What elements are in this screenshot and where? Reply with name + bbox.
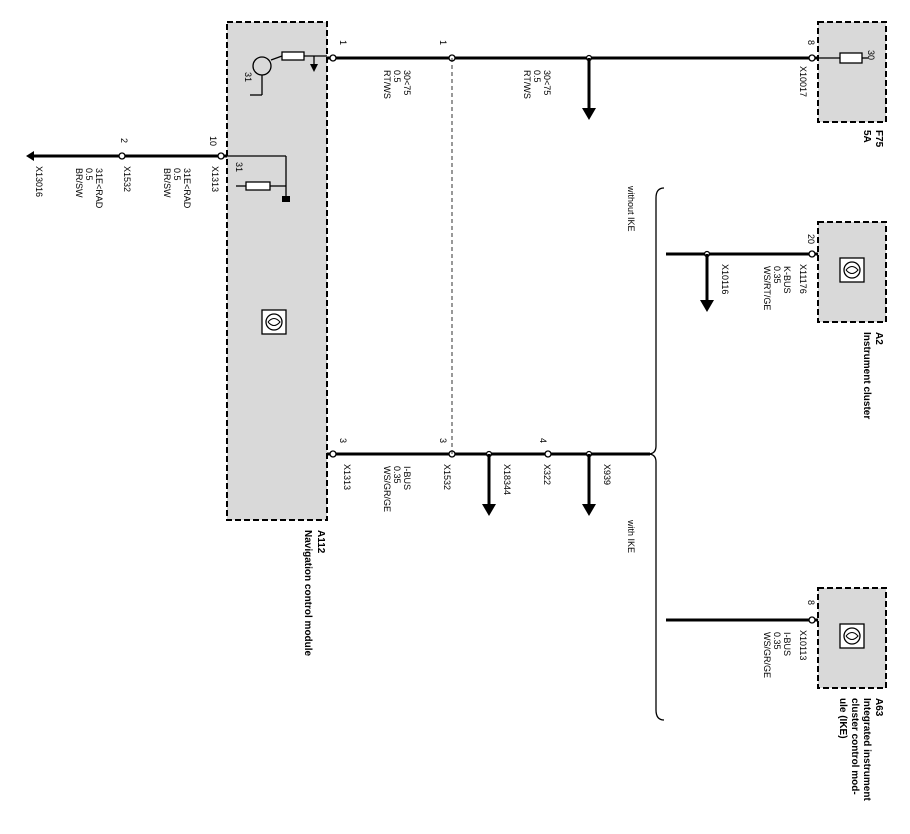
wire-spec-line: RT/WS — [382, 70, 392, 99]
pin-label: 8 — [806, 40, 816, 45]
pin-label: 2 — [119, 138, 129, 143]
pin-a2-20 — [808, 250, 816, 258]
ground-label: 31 — [243, 72, 253, 82]
wire-spec-line: 30<75 — [402, 70, 412, 95]
pin-label: 8 — [806, 600, 816, 605]
wire-spec-line: 0.35 — [772, 266, 782, 284]
pin-a112-3 — [329, 450, 337, 458]
variant-brace — [647, 187, 665, 721]
branch-x939-arrow — [582, 504, 596, 516]
component-name-line: Integrated instrument — [861, 698, 872, 801]
connector-label: X1532 — [122, 166, 132, 192]
connector-label: X13016 — [34, 166, 44, 197]
component-id: A112 — [315, 530, 326, 554]
fuse-rating: 5A — [861, 130, 872, 143]
pin-label: 30 — [866, 50, 876, 60]
connector-label: X10017 — [798, 66, 808, 97]
wire-spec-line: BR/SW — [162, 168, 172, 198]
connector-label: X10113 — [798, 630, 808, 660]
wire-spec-line: 0.5 — [172, 168, 182, 181]
connector-label: X1313 — [342, 464, 352, 490]
pin-f75-8 — [808, 54, 816, 62]
variant-label: without IKE — [626, 185, 636, 232]
component-name: Instrument cluster — [861, 332, 872, 419]
pin-label: 10 — [208, 136, 218, 146]
wire-spec-line: 0.5 — [392, 70, 402, 83]
connector-label: X11176 — [798, 264, 808, 294]
wire-spec-line: WS/GR/GE — [382, 466, 392, 512]
connector-label: X18344 — [502, 464, 512, 495]
wire-spec-line: 0.35 — [772, 632, 782, 650]
module-symbol-icon — [839, 623, 865, 649]
branch-x10116-arrow — [700, 300, 714, 312]
wire-spec-line: K-BUS — [782, 266, 792, 294]
wire-spec-line: I-BUS — [402, 466, 412, 490]
pin-a63-8 — [808, 616, 816, 624]
component-name-line: ule (IKE) — [837, 698, 848, 739]
fuse-symbol-icon — [818, 52, 868, 64]
connector-label: X1313 — [210, 166, 220, 192]
module-symbol-icon — [839, 257, 865, 283]
component-name-line: cluster control mod- — [849, 698, 860, 795]
wire-spec-line: 0.5 — [84, 168, 94, 181]
wire-spec-line: 30<75 — [542, 70, 552, 95]
pin-label: 3 — [338, 438, 348, 443]
wire-spec-line: I-BUS — [782, 632, 792, 656]
module-symbol-icon — [261, 309, 287, 335]
nav-internal-middle — [227, 155, 290, 202]
component-id: F75 — [873, 130, 884, 148]
component-id: A63 — [873, 698, 884, 717]
wire-spec-line: 31E<RAD — [182, 168, 192, 209]
nav-internal-top — [250, 51, 327, 96]
wire-spec-line: BR/SW — [74, 168, 84, 198]
pin-x322-4 — [544, 450, 552, 458]
variant-label: with IKE — [626, 519, 636, 553]
wire-spec-line: WS/RT/GE — [762, 266, 772, 310]
component-id: A2 — [873, 332, 884, 345]
wire-spec-line: WS/GR/GE — [762, 632, 772, 678]
wire-spec-line: RT/WS — [522, 70, 532, 99]
wire-spec-line: 31E<RAD — [94, 168, 104, 209]
ground-arrow-left — [26, 151, 34, 161]
navigation-module-box — [226, 21, 328, 521]
pin-a112-10 — [217, 152, 225, 160]
pin-label: 3 — [438, 438, 448, 443]
connector-label: X939 — [602, 464, 612, 485]
pin-label: 1 — [438, 40, 448, 45]
pin-x1532-2 — [118, 152, 126, 160]
component-name: Navigation control module — [302, 530, 313, 657]
connector-label: X10116 — [720, 264, 730, 294]
pin-a112-1 — [329, 54, 337, 62]
pin-label: 20 — [806, 234, 816, 244]
branch-x18344-arrow — [482, 504, 496, 516]
pin-label: 1 — [338, 40, 348, 45]
pin-label: 4 — [538, 438, 548, 443]
connector-label: X322 — [542, 464, 552, 485]
fuse-box — [817, 21, 887, 123]
connector-label: X1532 — [442, 464, 452, 490]
ground-label: 31 — [234, 162, 244, 172]
wire-spec-line: 0.35 — [392, 466, 402, 484]
branch-top-arrow — [582, 108, 596, 120]
wire-spec-line: 0.5 — [532, 70, 542, 83]
